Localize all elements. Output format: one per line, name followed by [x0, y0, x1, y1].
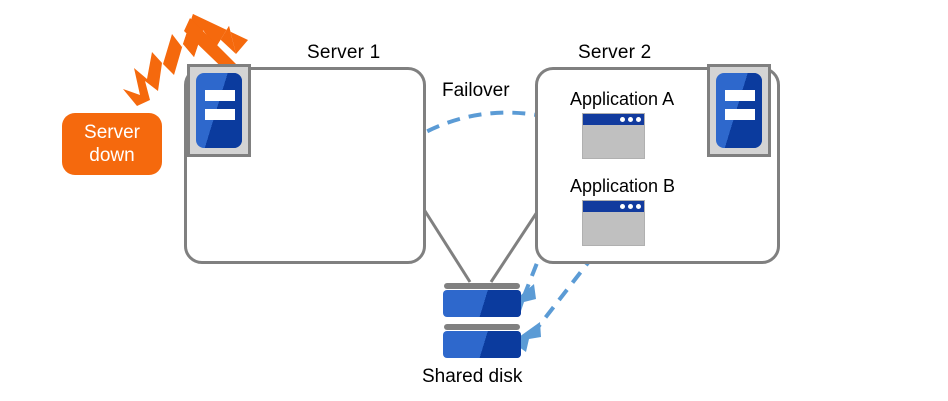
app-window-icon: [582, 200, 645, 246]
disk-unit-cap: [444, 283, 520, 289]
application-a-label: Application A: [570, 89, 675, 109]
app-window-dot: [628, 204, 633, 209]
server2-title: Server 2: [578, 42, 652, 63]
server-icon-slot: [205, 109, 235, 120]
server-icon-slot: [725, 109, 755, 120]
server-icon-slot: [725, 90, 755, 101]
disk-unit-cap: [444, 324, 520, 330]
server-icon-chassis: [716, 73, 762, 148]
disk-unit-body: [443, 331, 521, 358]
server-icon: [187, 64, 251, 157]
application-b-label: Application B: [570, 176, 676, 196]
server-icon-chassis: [196, 73, 242, 148]
disk-connector-line: [416, 199, 547, 283]
disk-unit-shade: [443, 331, 521, 358]
shared-disk-label: Shared disk: [422, 366, 523, 387]
app-window-titlebar: [583, 201, 644, 212]
server1-box: [184, 67, 426, 264]
failover-label: Failover: [442, 80, 510, 101]
server-icon-slot: [205, 90, 235, 101]
app-to-disk-arrow-icon: [512, 253, 596, 352]
app-window-dot: [636, 204, 641, 209]
app-window-dot: [620, 204, 625, 209]
app-window-titlebar: [583, 114, 644, 125]
shared-disk-icon: [443, 283, 521, 359]
server1-title: Server 1: [307, 42, 381, 63]
server-down-line1: Server: [84, 122, 140, 143]
app-window-dot: [636, 117, 641, 122]
server-down-line2: down: [89, 145, 135, 166]
server-icon: [707, 64, 771, 157]
app-window-dot: [628, 117, 633, 122]
app-window-icon: [582, 113, 645, 159]
server-down-badge: Server down: [62, 113, 162, 175]
app-window-dot: [620, 117, 625, 122]
disk-unit-body: [443, 290, 521, 317]
disk-unit-shade: [443, 290, 521, 317]
